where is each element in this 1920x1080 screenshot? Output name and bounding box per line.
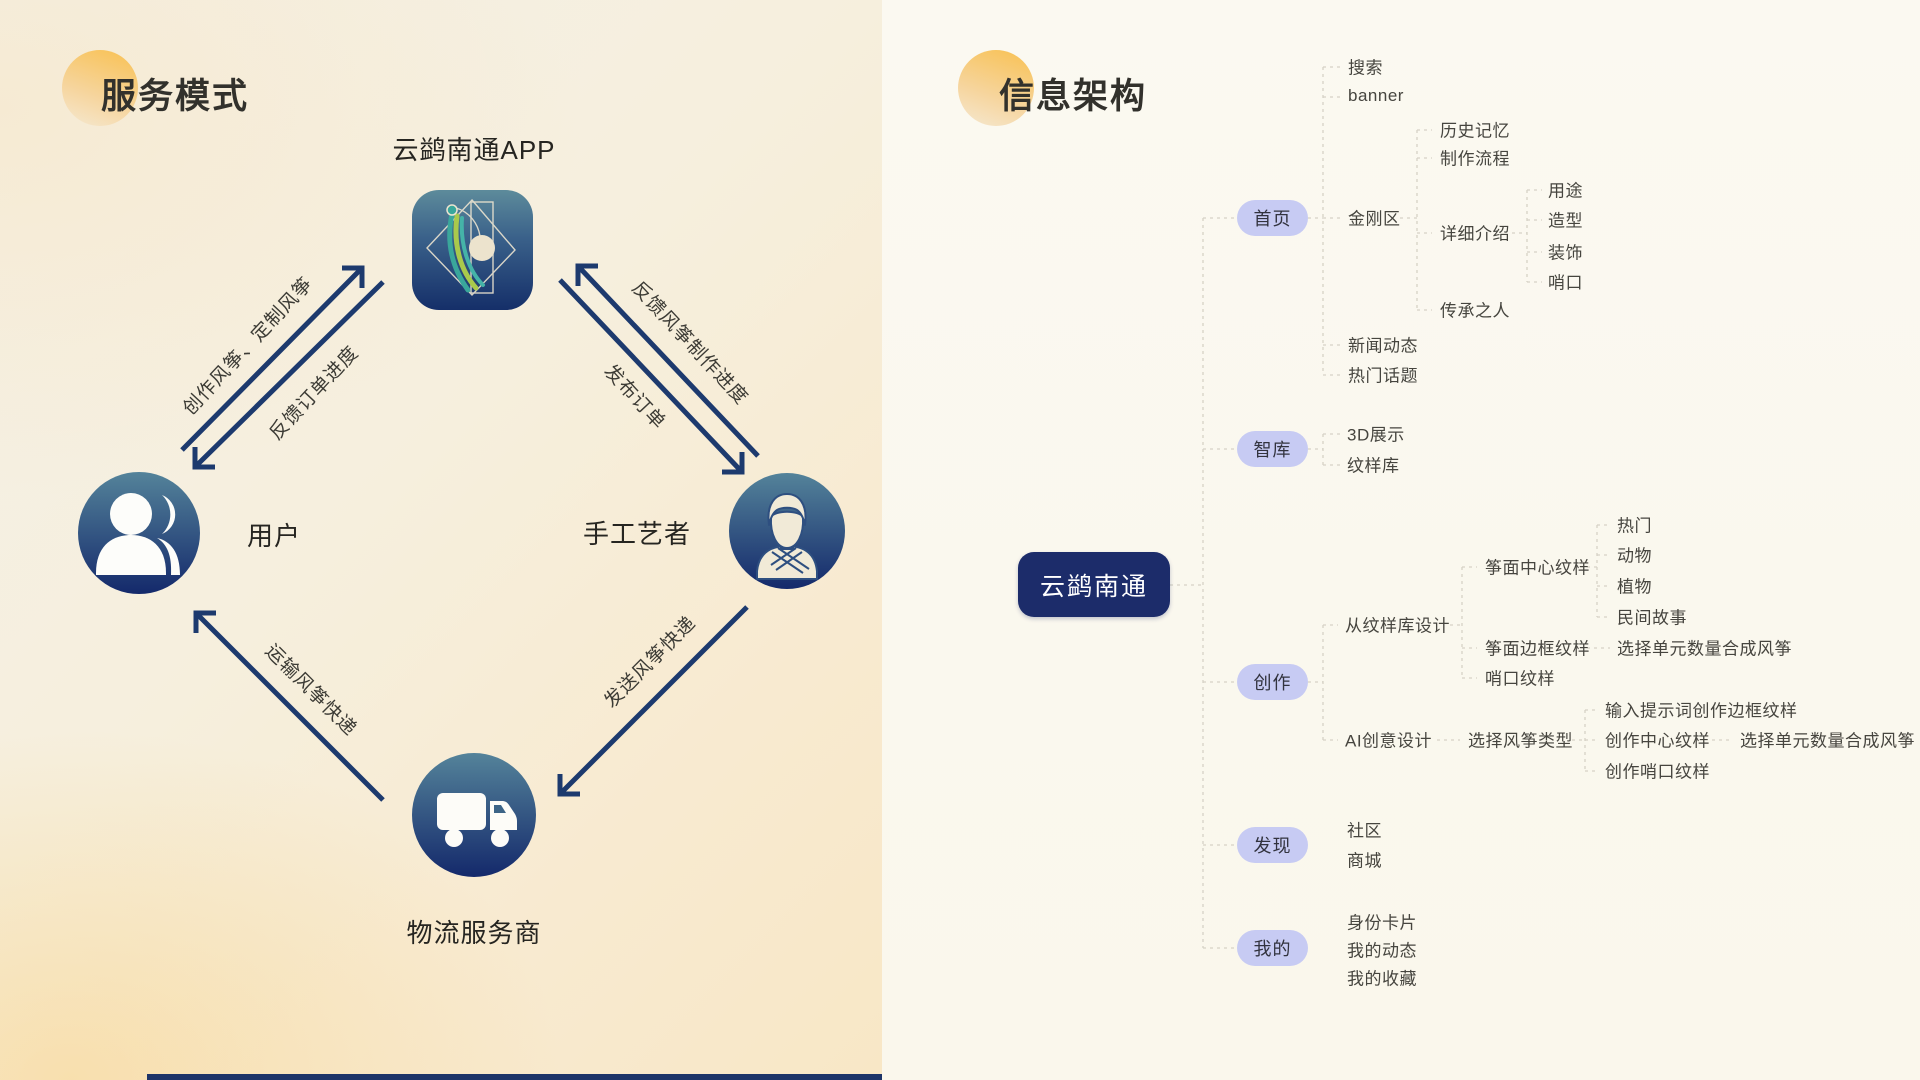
tree-leaf-my-updates: 我的动态 (1347, 941, 1417, 961)
branch-node-discover: 发现 (1237, 827, 1308, 863)
tree-leaf-usage: 用途 (1548, 181, 1583, 201)
tree-node-ai-design: AI创意设计 (1345, 731, 1433, 751)
tree-leaf-banner: banner (1348, 86, 1404, 105)
service-model-panel: 服务模式 创作风筝、定制风筝 反馈订单进度 反馈风筝制作进度 发布订单 运输风筝… (0, 0, 882, 1080)
tree-leaf-my-favorites: 我的收藏 (1347, 969, 1417, 989)
tree-leaf-hot-topic: 热门话题 (1348, 366, 1418, 386)
tree-node-select-kite-type: 选择风筝类型 (1468, 731, 1573, 751)
tree-leaf-whistle-pattern: 哨口纹样 (1485, 669, 1555, 689)
left-panel-title: 服务模式 (101, 77, 250, 116)
tree-leaf-pattern-lib: 纹样库 (1347, 456, 1400, 476)
title-accent-circle (62, 50, 138, 126)
tree-leaf-animal: 动物 (1617, 546, 1652, 566)
arrow-logistics-to-user (193, 610, 385, 802)
tree-leaf-whistle: 哨口 (1548, 273, 1583, 293)
tree-leaf-history: 历史记忆 (1440, 121, 1510, 141)
tree-leaf-id-card: 身份卡片 (1347, 913, 1417, 933)
tree-node-create-center: 创作中心纹样 (1605, 731, 1710, 751)
tree-leaf-select-units-1: 选择单元数量合成风筝 (1617, 639, 1792, 659)
app-kite-icon (412, 190, 533, 310)
mindmap-root-node: 云鹢南通 (1018, 552, 1170, 617)
user-label: 用户 (247, 521, 302, 551)
tree-leaf-hot: 热门 (1617, 516, 1652, 536)
tree-node-center-pattern: 筝面中心纹样 (1485, 558, 1590, 578)
user-icon (78, 472, 200, 594)
tree-leaf-mall: 商城 (1347, 851, 1382, 871)
service-flow-arrows (180, 263, 760, 802)
tree-node-kingkong: 金刚区 (1348, 209, 1401, 229)
branch-node-mine: 我的 (1237, 930, 1308, 966)
branch-node-thinktank: 智库 (1237, 431, 1308, 467)
arrow-app-to-craftsman (558, 278, 745, 475)
logistics-label: 物流服务商 (406, 918, 542, 948)
tree-leaf-decor: 装饰 (1548, 243, 1583, 263)
right-panel-title: 信息架构 (999, 77, 1148, 116)
tree-leaf-plant: 植物 (1617, 577, 1652, 597)
tree-leaf-shape: 造型 (1548, 211, 1583, 231)
tree-leaf-search: 搜索 (1348, 58, 1383, 78)
tree-leaf-select-units-2: 选择单元数量合成风筝 (1740, 731, 1915, 751)
branch-node-home: 首页 (1237, 200, 1308, 236)
tree-node-from-library: 从纹样库设计 (1345, 616, 1450, 636)
tree-leaf-create-whistle: 创作哨口纹样 (1605, 762, 1710, 782)
bottom-edge-bar (147, 1074, 882, 1080)
tree-leaf-news: 新闻动态 (1348, 336, 1418, 356)
tree-leaf-3d-display: 3D展示 (1347, 425, 1405, 445)
arrow-craftsman-to-app (575, 263, 760, 458)
tree-leaf-folktale: 民间故事 (1617, 608, 1687, 628)
craftsman-label: 手工艺者 (583, 519, 692, 549)
app-title: 云鹢南通APP (392, 135, 556, 165)
tree-node-border-pattern: 筝面边框纹样 (1485, 639, 1590, 659)
tree-leaf-community: 社区 (1347, 821, 1382, 841)
branch-node-create: 创作 (1237, 664, 1308, 700)
tree-leaf-inheritors: 传承之人 (1440, 301, 1510, 321)
tree-node-detail-intro: 详细介绍 (1440, 224, 1510, 244)
title-accent-circle-right (958, 50, 1034, 126)
arrow-user-to-app (180, 265, 365, 452)
arrow-app-to-user (192, 280, 385, 470)
tree-leaf-process: 制作流程 (1440, 149, 1510, 169)
truck-icon (412, 753, 536, 877)
craftsman-icon (729, 473, 845, 589)
tree-leaf-prompt-border: 输入提示词创作边框纹样 (1605, 701, 1798, 721)
arrow-craftsman-to-logistics (557, 605, 749, 797)
